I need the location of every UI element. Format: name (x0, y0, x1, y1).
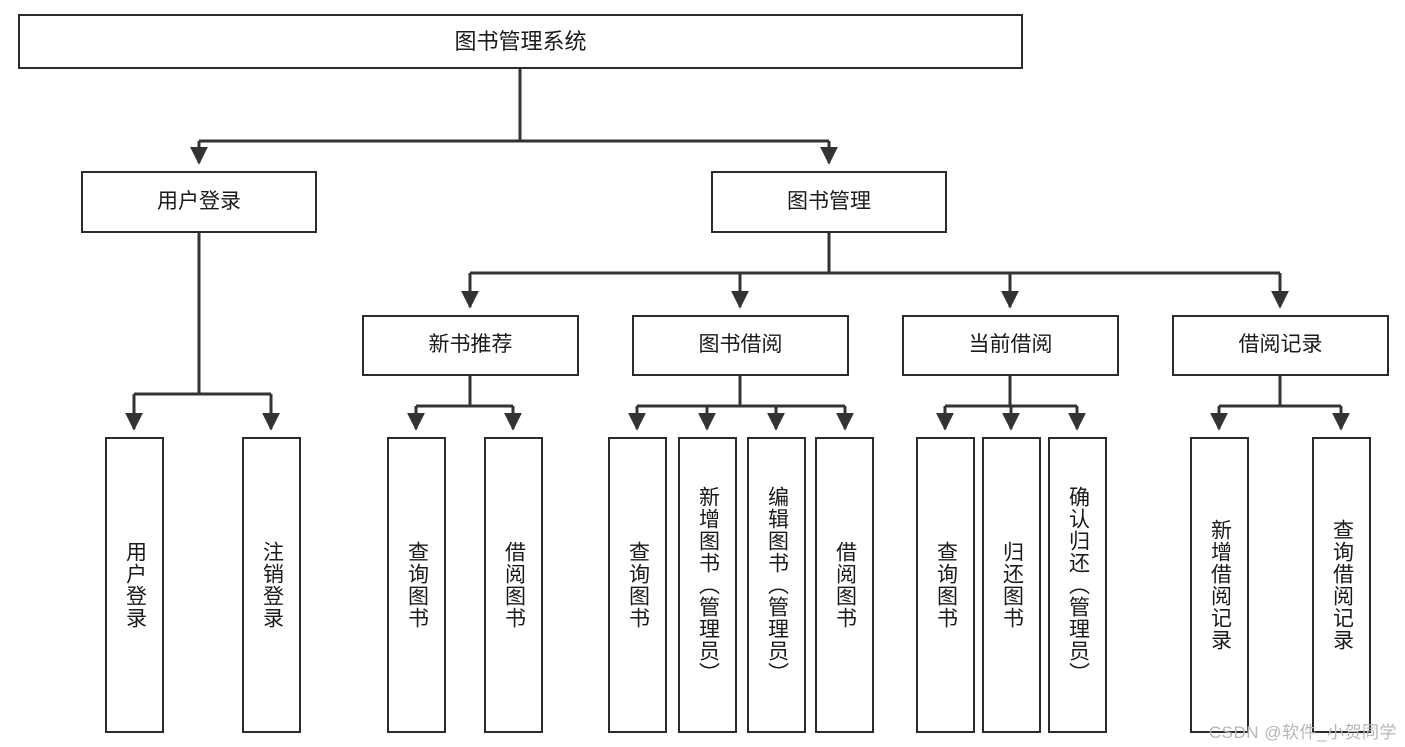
node-label: 图书管理系统 (454, 28, 587, 54)
node-label: 查询借阅记录 (1330, 519, 1354, 651)
node-leaf-query-book-3[interactable]: 查询图书 (916, 437, 975, 733)
node-leaf-confirm-return[interactable]: 确认归还（管理员） (1048, 437, 1107, 733)
node-label: 查询图书 (934, 541, 958, 629)
node-label: 图书管理 (787, 189, 871, 213)
node-label: 用户登录 (157, 189, 241, 213)
node-leaf-add-record[interactable]: 新增借阅记录 (1190, 437, 1249, 733)
node-current-borrow[interactable]: 当前借阅 (902, 315, 1119, 376)
node-leaf-query-record[interactable]: 查询借阅记录 (1312, 437, 1371, 733)
node-label: 新书推荐 (428, 333, 513, 357)
node-label: 编辑图书（管理员） (765, 486, 789, 684)
node-book-borrow[interactable]: 图书借阅 (632, 315, 849, 376)
node-user-login[interactable]: 用户登录 (81, 171, 317, 233)
node-leaf-return-book[interactable]: 归还图书 (982, 437, 1041, 733)
node-label: 借阅图书 (502, 541, 526, 629)
node-leaf-edit-book[interactable]: 编辑图书（管理员） (747, 437, 806, 733)
node-leaf-query-book-2[interactable]: 查询图书 (608, 437, 667, 733)
node-new-book-recommend[interactable]: 新书推荐 (362, 315, 579, 376)
node-leaf-add-book[interactable]: 新增图书（管理员） (678, 437, 737, 733)
node-leaf-user-login[interactable]: 用户登录 (105, 437, 164, 733)
node-label: 新增图书（管理员） (696, 486, 720, 684)
node-root-system[interactable]: 图书管理系统 (18, 14, 1023, 69)
node-borrow-record[interactable]: 借阅记录 (1172, 315, 1389, 376)
node-label: 新增借阅记录 (1208, 519, 1232, 651)
node-label: 借阅记录 (1238, 333, 1323, 357)
node-label: 用户登录 (123, 541, 147, 629)
watermark-text: CSDN @软件_小贺同学 (1208, 723, 1397, 742)
node-label: 当前借阅 (968, 333, 1053, 357)
node-label: 注销登录 (260, 541, 284, 629)
node-leaf-logout[interactable]: 注销登录 (242, 437, 301, 733)
node-label: 归还图书 (1000, 541, 1024, 629)
node-label: 查询图书 (626, 541, 650, 629)
node-leaf-query-book-1[interactable]: 查询图书 (387, 437, 446, 733)
node-label: 图书借阅 (698, 333, 783, 357)
node-leaf-borrow-book-1[interactable]: 借阅图书 (484, 437, 543, 733)
node-label: 借阅图书 (833, 541, 857, 629)
node-book-management[interactable]: 图书管理 (711, 171, 947, 233)
node-leaf-borrow-book-2[interactable]: 借阅图书 (815, 437, 874, 733)
node-label: 确认归还（管理员） (1066, 486, 1090, 684)
node-label: 查询图书 (405, 541, 429, 629)
